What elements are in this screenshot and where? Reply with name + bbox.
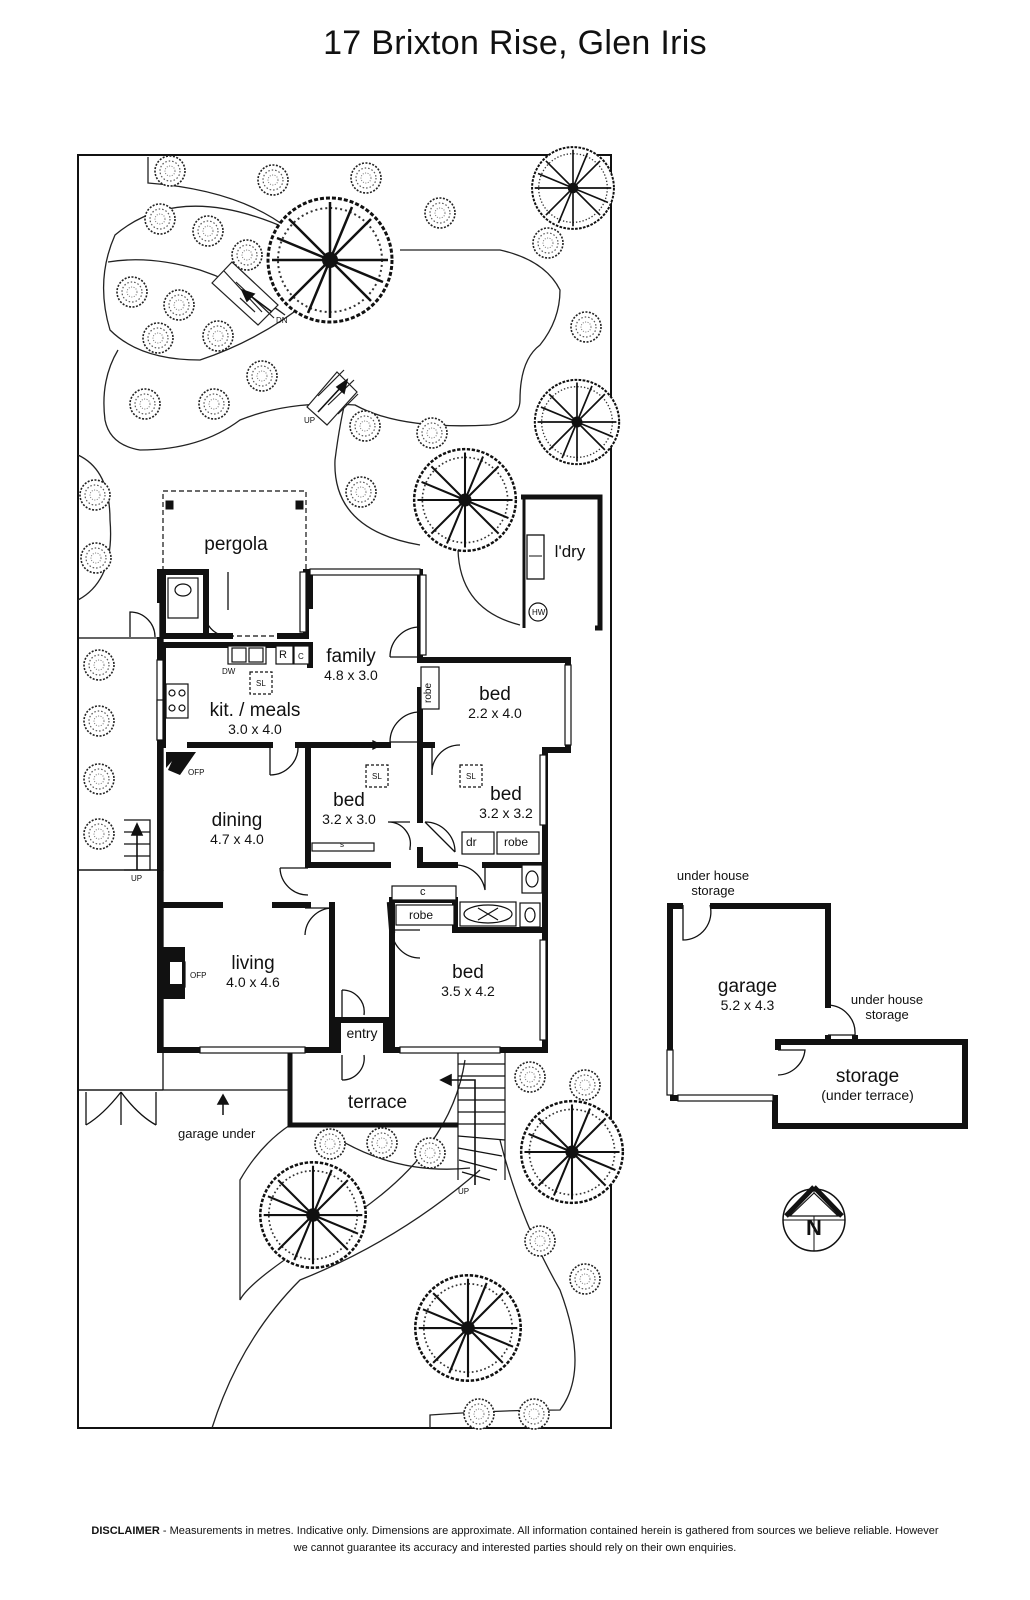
- room-name: dining: [211, 810, 263, 831]
- garage-windows: [666, 1049, 774, 1102]
- room-storage: storage (under terrace): [810, 1066, 925, 1103]
- sliding-door-arrow: [340, 739, 383, 751]
- disclaimer: DISCLAIMER - Measurements in metres. Ind…: [90, 1523, 940, 1556]
- room-name: bed: [452, 962, 484, 983]
- room-dims: 3.0 x 4.0: [228, 720, 282, 737]
- room-family: family 4.8 x 3.0: [306, 646, 396, 683]
- room-dining: dining 4.7 x 4.0: [192, 810, 282, 847]
- page-title: 17 Brixton Rise, Glen Iris: [323, 24, 707, 62]
- room-name: garage: [717, 976, 778, 997]
- garage-under-doors: [78, 1089, 290, 1126]
- fixtures: [165, 577, 543, 988]
- room-pergola: pergola: [196, 534, 276, 556]
- room-bed-4: bed 3.5 x 4.2: [428, 962, 508, 999]
- disclaimer-text: - Measurements in metres. Indicative onl…: [159, 1525, 939, 1554]
- terrace-stair-arrow: [439, 1073, 476, 1185]
- room-dims: 4.8 x 3.0: [324, 666, 378, 683]
- down-label: DN: [276, 316, 288, 325]
- room-living: living 4.0 x 4.6: [208, 953, 298, 990]
- west-stair-arrow: [130, 822, 144, 870]
- terrace-stairs: [457, 1052, 506, 1181]
- room-bed-3: bed 3.2 x 3.2: [470, 784, 542, 821]
- robe-label: robe: [423, 682, 434, 703]
- skylight-label-1: SL: [256, 679, 266, 688]
- cupboard-label: C: [298, 652, 304, 661]
- room-name: entry: [346, 1025, 378, 1041]
- garage-walls: [667, 903, 968, 1129]
- room-dims: (under terrace): [821, 1086, 914, 1103]
- room-name: terrace: [347, 1092, 408, 1113]
- room-dims: 3.2 x 3.2: [479, 804, 533, 821]
- garden-paths: [77, 157, 576, 1429]
- dw-label: DW: [222, 667, 236, 676]
- garage-under-arrow: [216, 1093, 230, 1115]
- room-laundry: l'dry: [545, 542, 595, 562]
- room-dims: 2.2 x 4.0: [468, 704, 522, 721]
- hot-water-label: HW: [532, 608, 546, 617]
- west-strip: [77, 637, 164, 1091]
- room-name: kit. / meals: [209, 700, 301, 721]
- windows: [156, 568, 572, 1054]
- cupboard-label-2: c: [420, 886, 426, 898]
- room-name: bed: [479, 684, 511, 705]
- skylight-label-3: SL: [466, 772, 476, 781]
- room-name: bed: [333, 790, 365, 811]
- room-dims: 4.7 x 4.0: [210, 830, 264, 847]
- room-dims: 4.0 x 4.6: [226, 973, 280, 990]
- room-name: bed: [490, 784, 522, 805]
- fireplaces: [163, 752, 196, 999]
- room-name: living: [231, 953, 275, 974]
- disclaimer-label: DISCLAIMER: [91, 1525, 160, 1537]
- ofp-label-1: OFP: [188, 768, 205, 777]
- under-house-storage-label-2: under house storage: [850, 992, 924, 1022]
- up-label-3: UP: [458, 1187, 470, 1196]
- room-dims: 3.2 x 3.0: [322, 810, 376, 827]
- room-name: l'dry: [554, 542, 586, 561]
- room-garage: garage 5.2 x 4.3: [705, 976, 790, 1013]
- north-arrow: [782, 1185, 846, 1252]
- robe-label-2: robe: [504, 835, 529, 849]
- garage-under-label: garage under: [178, 1126, 256, 1141]
- under-house-storage-label-1: under house storage: [676, 868, 750, 898]
- garden-arrows: [240, 288, 349, 413]
- room-name: family: [326, 646, 376, 667]
- room-name: pergola: [204, 534, 268, 555]
- up-label-2: UP: [304, 416, 316, 425]
- room-bed-2: bed 3.2 x 3.0: [310, 790, 388, 827]
- shelf-label: s: [340, 840, 344, 849]
- door-swings: [129, 572, 856, 1081]
- up-label-1: UP: [131, 874, 143, 883]
- room-terrace: terrace: [330, 1092, 425, 1114]
- room-entry: entry: [340, 1025, 384, 1041]
- room-kitchen: kit. / meals 3.0 x 4.0: [195, 700, 315, 737]
- robe-label-3: robe: [409, 908, 434, 922]
- room-bed-1: bed 2.2 x 4.0: [455, 684, 535, 721]
- refrigerator-label: R: [279, 649, 287, 661]
- trees: [259, 146, 625, 1382]
- skylight-label-2: SL: [372, 772, 382, 781]
- room-name: storage: [835, 1066, 900, 1087]
- laundry-outline: [521, 494, 603, 631]
- room-dims: 5.2 x 4.3: [720, 996, 775, 1013]
- dr-label: dr: [466, 835, 477, 849]
- terrace-outline: [287, 1052, 458, 1128]
- pergola: [162, 490, 307, 637]
- room-dims: 3.5 x 4.2: [441, 982, 495, 999]
- north-label: N: [806, 1215, 822, 1240]
- ofp-label-2: OFP: [190, 971, 207, 980]
